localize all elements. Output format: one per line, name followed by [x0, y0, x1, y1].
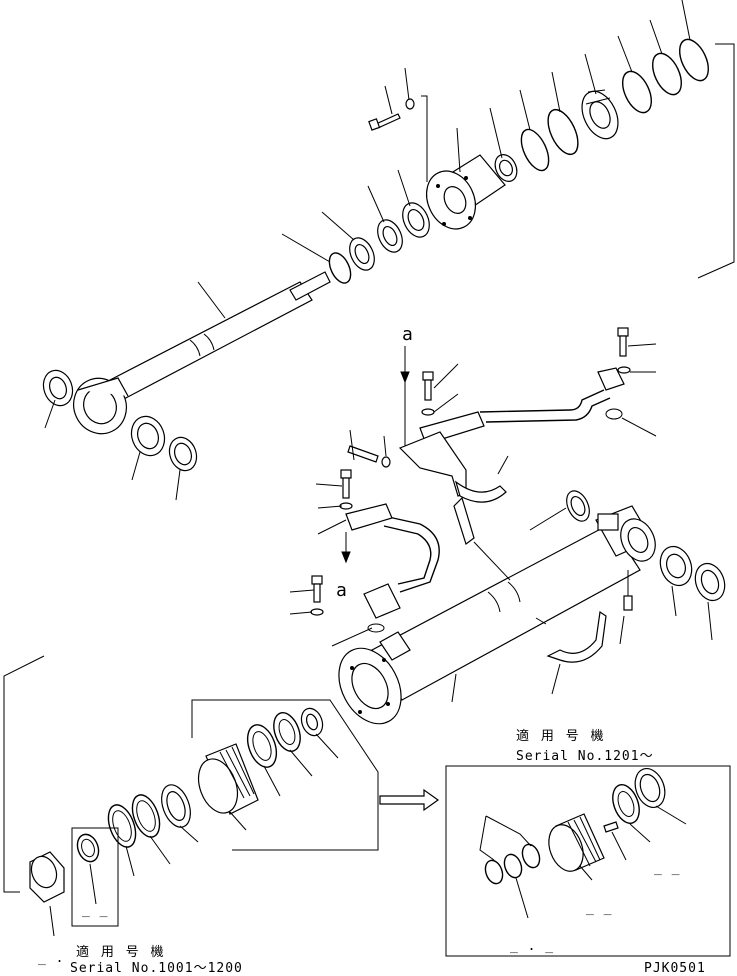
new-piston-body	[548, 813, 605, 872]
mark-right-2: _ _	[586, 901, 612, 916]
upper-pipe-bracket	[398, 431, 507, 545]
grease-fitting	[623, 570, 633, 611]
rod-eye-bushing	[130, 415, 166, 457]
lower-ring-2	[131, 794, 161, 838]
replacement-arrow	[379, 788, 440, 812]
pipe-bolt-5	[310, 575, 324, 616]
o-ring-head-1	[520, 128, 550, 172]
piston-ring-2	[651, 52, 683, 96]
upper-bracket-line	[697, 43, 735, 279]
snap-ring	[328, 252, 352, 284]
piston	[581, 89, 619, 140]
tube-seal-ring	[566, 490, 590, 522]
middle-leader-lines	[289, 343, 713, 703]
pipe-bolt-1	[617, 327, 631, 374]
tube-end-seal	[694, 562, 726, 602]
head-bolt	[368, 113, 401, 131]
serial-left: Serial No.1001～1200	[70, 961, 243, 976]
cylinder-tube-assembly: a	[289, 324, 726, 725]
rod-eye-seal-right	[168, 436, 198, 472]
piston-group-bracket	[191, 699, 379, 851]
pipe-bolt-2	[421, 371, 435, 416]
lower-left-piston-assembly: _ _ _ . 適 用 号 機 Serial No.1001～1200	[3, 655, 379, 976]
mark-bottom-left: _ .	[38, 951, 64, 966]
lower-left-bracket-line	[3, 655, 45, 893]
head-bushing	[494, 154, 518, 182]
o-ring-head-2	[547, 108, 579, 156]
mark-right-3: _ . _	[510, 939, 554, 954]
head-washer	[405, 98, 415, 110]
serial-right-box	[445, 765, 731, 957]
new-piston-ring-1	[484, 859, 504, 885]
piston-seal-3	[300, 707, 324, 737]
piston-body	[197, 743, 259, 815]
buffer-ring	[402, 202, 430, 238]
lower-ring-3	[161, 784, 191, 828]
bolt-bracket-line	[421, 95, 428, 182]
pipe-bolt-4	[339, 469, 353, 510]
mark-left-box: _ _	[82, 903, 108, 918]
pipe-clamp	[546, 610, 607, 663]
piston-nut	[29, 851, 65, 903]
serial-left-jp: 適 用 号 機	[76, 944, 165, 960]
view-a-label-top: a	[402, 324, 413, 345]
new-piston-ring-2	[503, 853, 523, 879]
lower-left-leader-lines	[49, 733, 339, 937]
serial-right: Serial No.1201～	[516, 749, 654, 764]
drawing-code: PJK0501	[644, 961, 706, 976]
piston-seal-2	[273, 712, 301, 752]
lower-ring-1	[107, 804, 137, 848]
lower-right-leader-lines	[479, 805, 687, 919]
upper-rod-assembly	[42, 0, 735, 501]
piston-seal-1	[246, 724, 278, 768]
piston-rod	[73, 271, 331, 435]
mark-right-1: _ _	[654, 861, 680, 876]
tube-end-bushing	[659, 545, 693, 587]
view-a-label-bottom: a	[336, 580, 347, 601]
pipe-bolt-3	[347, 445, 391, 468]
upper-leader-lines	[44, 0, 691, 501]
cylinder-tube	[338, 505, 656, 725]
rod-packing	[377, 219, 403, 253]
cylinder-head	[426, 154, 506, 230]
tube-pipe-lower	[345, 408, 623, 633]
rod-eye-seal-left	[42, 369, 74, 407]
tube-pipe-upper	[419, 367, 625, 445]
new-piston-ring-3	[521, 843, 541, 869]
lower-ring-small	[76, 833, 100, 863]
dust-seal	[349, 237, 375, 271]
serial-right-jp: 適 用 号 機	[516, 728, 605, 744]
new-piston-nut	[634, 768, 666, 808]
lower-right-piston-assembly: 適 用 号 機 Serial No.1201～	[445, 728, 731, 957]
new-set-screw	[603, 821, 619, 833]
new-piston-seal	[612, 784, 640, 824]
piston-ring-3	[678, 38, 710, 82]
serial-left-box	[71, 827, 119, 927]
piston-ring-1	[621, 70, 653, 114]
